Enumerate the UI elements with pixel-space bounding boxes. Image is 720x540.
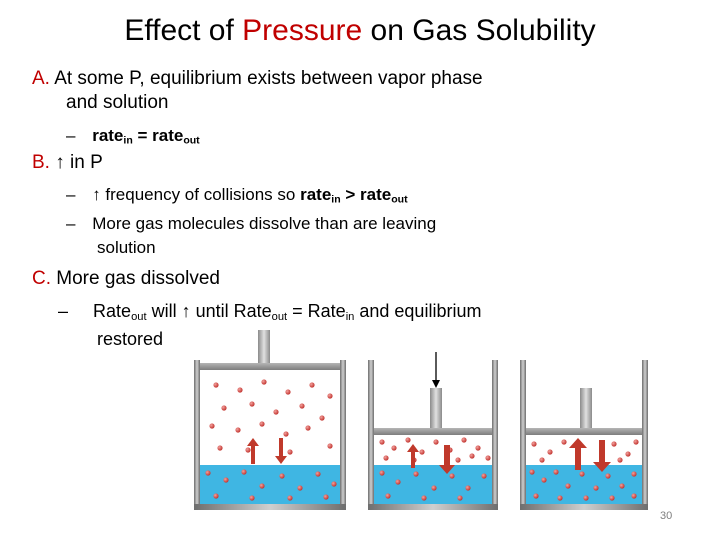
bullet-b: B. ↑ in P (32, 151, 103, 174)
cylinder-compressed (368, 352, 498, 510)
bullet-a: A. At some P, equilibrium exists between… (32, 67, 483, 90)
sub-dash: – (58, 301, 69, 321)
title-part: on Gas Solubility (362, 14, 596, 47)
bullet-c-sub-continuation: restored (97, 328, 163, 350)
title-highlight: Pressure (242, 14, 363, 47)
cylinder-initial (194, 330, 346, 510)
piston-plate (200, 363, 340, 370)
piston-rod (258, 330, 270, 365)
up-arrow-icon: ↑ (92, 185, 101, 204)
bullet-a-sub: – ratein = rateout (66, 125, 200, 147)
up-arrow-icon: ↑ (181, 301, 191, 321)
pressure-solubility-illustration (194, 330, 648, 510)
liquid-solution (200, 465, 340, 504)
bullet-text: in P (64, 152, 103, 173)
up-arrow-icon: ↑ (55, 152, 65, 173)
sub-text: frequency of collisions so (100, 185, 301, 204)
rate-expression: ratein > rateout (300, 185, 408, 206)
bullet-marker: A. (32, 68, 50, 89)
bullet-text: At some P, equilibrium exists between va… (54, 68, 483, 89)
bullet-text: and solution (66, 92, 169, 113)
bullet-text: More gas dissolved (56, 268, 220, 289)
bullet-b-sub2: – More gas molecules dissolve than are l… (66, 213, 436, 235)
rate-expression: ratein = rateout (92, 126, 200, 147)
dissolved-molecules (205, 469, 337, 501)
bullet-b-sub1: – ↑ frequency of collisions so ratein > … (66, 184, 408, 206)
bullet-c-sub: – Rateout will ↑ until Rateout = Ratein … (58, 300, 481, 322)
bullet-a-continuation: and solution (66, 91, 168, 114)
sub-text: restored (97, 329, 164, 349)
flux-arrows (247, 438, 287, 464)
sub-text: solution (97, 238, 156, 257)
sub-dash: – (66, 214, 76, 233)
bullet-c: C. More gas dissolved (32, 267, 220, 290)
sub-text: Rateout will ↑ until Rateout = Ratein an… (93, 301, 482, 323)
slide-number: 30 (660, 510, 673, 522)
bullet-marker: B. (32, 152, 50, 173)
slide-title: Effect of Pressure on Gas Solubility (0, 12, 720, 50)
bullet-b-sub2-continuation: solution (97, 237, 156, 259)
sub-dash: – (66, 185, 76, 204)
cylinder-restored (520, 360, 648, 510)
title-part: Effect of (124, 14, 243, 47)
sub-dash: – (66, 126, 76, 145)
sub-text: More gas molecules dissolve than are lea… (92, 214, 437, 233)
gas-molecules (209, 379, 333, 455)
bullet-marker: C. (32, 268, 51, 289)
